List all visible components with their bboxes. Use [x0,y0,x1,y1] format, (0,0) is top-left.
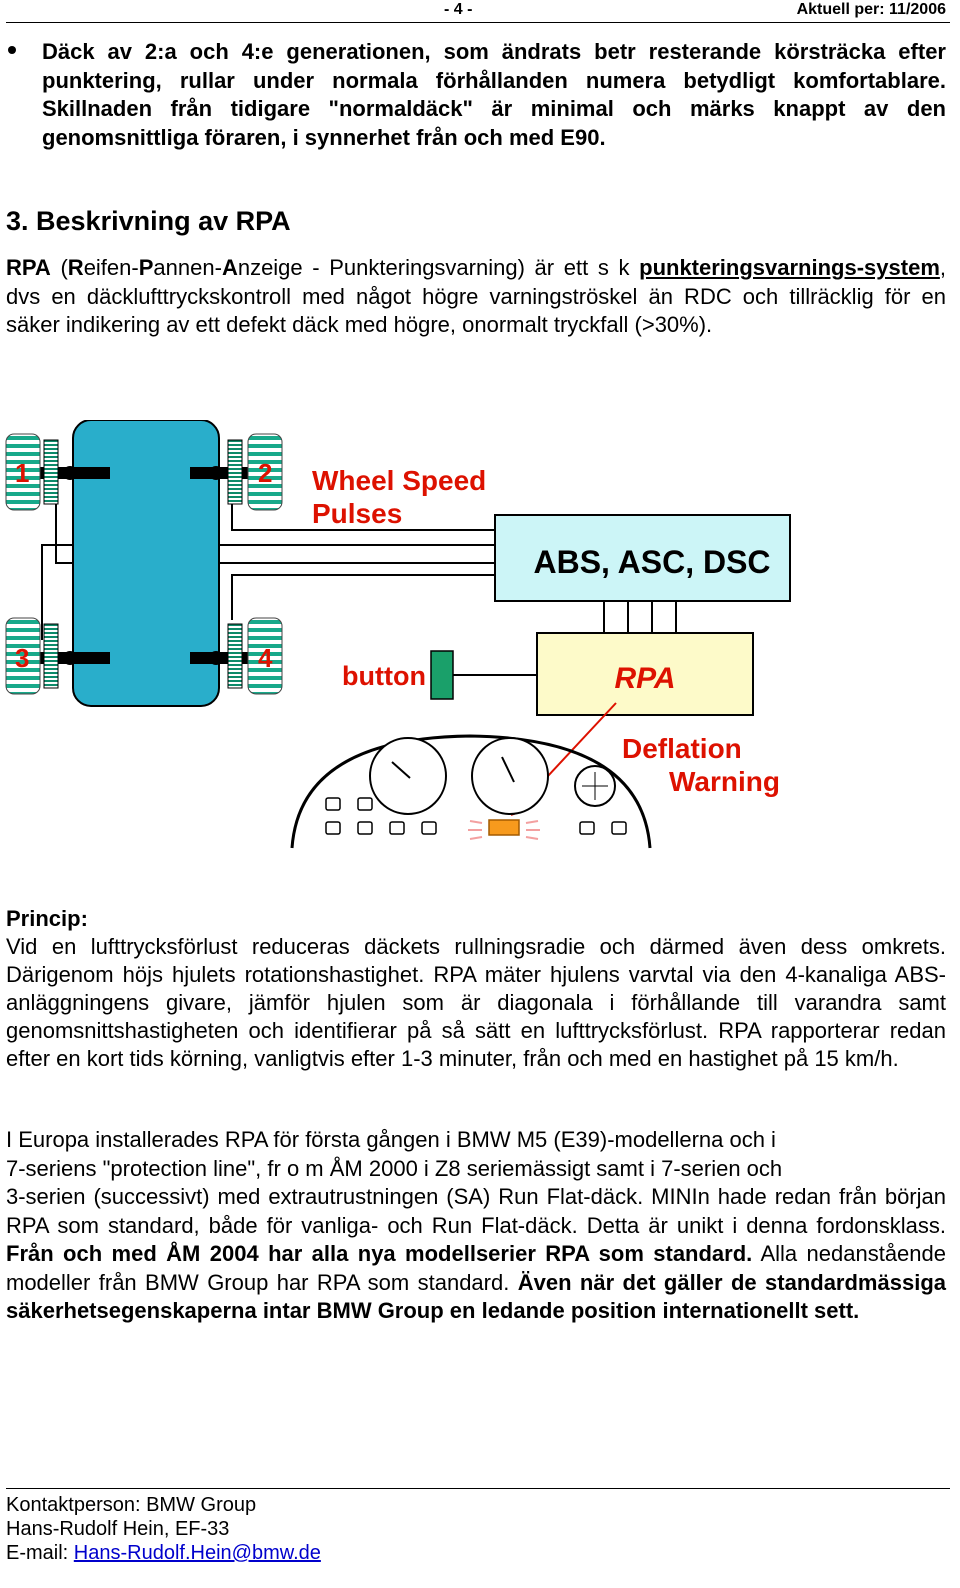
footer-email-label: E-mail: [6,1542,74,1564]
principle-section: Princip: Vid en lufttrycksförlust reduce… [6,905,946,1073]
footer-divider [6,1488,950,1489]
page-header: - 4 - Aktuell per: 11/2006 [6,0,950,23]
wheel-4 [227,617,283,695]
intro-paragraph: RPA (Reifen-Pannen-Anzeige - Punkterings… [6,254,946,340]
intro-annen: annen- [153,255,222,280]
warning-label: Warning [669,766,780,797]
intro-underlined-term: punkteringsvarnings-system [639,255,940,280]
europe-line-1: I Europa installerades RPA för första gå… [6,1127,776,1152]
wheel-1-label: 1 [15,458,29,488]
email-link[interactable]: Hans-Rudolf.Hein@bmw.de [73,1542,321,1564]
intro-r: R [67,255,84,280]
abs-control-unit [494,514,791,602]
intro-eifen: eifen- [83,255,139,280]
intro-rest: , dvs en däcklufttryckskontroll med någo… [6,255,946,337]
rpa-diagram: 1 2 3 4 Wheel Speed Pulses ABS, ASC, DSC… [5,420,791,849]
intro-paren: ( [60,255,68,280]
intro-a: A [221,255,238,280]
header-date: Aktuell per: 11/2006 [796,1,946,18]
rpa-reset-button [430,650,454,700]
page-footer: Kontaktperson: BMW Group Hans-Rudolf Hei… [6,1493,321,1565]
wheel-speed-label: Wheel Speed [312,465,486,496]
pulses-label: Pulses [312,498,402,529]
principle-text: Vid en lufttrycksförlust reduceras däcke… [6,934,946,1071]
deflation-label: Deflation [622,733,742,764]
principle-title: Princip: [6,906,88,931]
europe-paragraph: I Europa installerades RPA för första gå… [6,1126,946,1326]
europe-line-3: 3-serien (successivt) med extrautrustnin… [6,1184,946,1238]
bullet-icon [8,46,16,54]
footer-name: Hans-Rudolf Hein, EF-33 [6,1518,230,1540]
intro-nzeige: nzeige - Punkteringsvarning) är ett s k [237,255,640,280]
rpa-control-unit [536,632,754,716]
signal-wires [41,480,677,676]
bullet-paragraph: Däck av 2:a och 4:e generationen, som än… [6,38,946,152]
page-number: - 4 - [444,1,473,18]
rpa-abbrev: RPA [6,255,51,280]
speedometer-dial [471,737,549,815]
europe-bold-2: Även när det gäller de standardmässiga s… [6,1269,946,1324]
instrument-cluster [290,734,652,849]
wheel-1 [5,433,59,511]
wheel-4-label: 4 [258,643,273,673]
europe-line-2: 7-seriens "protection line", fr o m ÅM 2… [6,1155,783,1181]
europe-mid: Alla nedanstående modeller från BMW Grou… [6,1241,946,1295]
wheel-2-label: 2 [258,458,272,488]
intro-p: P [138,255,154,280]
deflation-warning-lamp [488,819,520,836]
button-label: button [342,661,426,691]
section-title: 3. Beskrivning av RPA [6,206,291,236]
wheel-2 [227,433,283,511]
wheel-3 [5,617,59,695]
footer-email-line: E-mail: Hans-Rudolf.Hein@bmw.de [6,1541,321,1565]
rpa-label: RPA [614,662,675,695]
europe-bold-1: Från och med ÅM 2004 har alla nya modell… [6,1241,753,1266]
car-body [72,420,220,707]
bullet-text: Däck av 2:a och 4:e generationen, som än… [42,39,946,150]
footer-contact: Kontaktperson: BMW Group [6,1494,257,1516]
wheel-3-label: 3 [15,643,29,673]
abs-label: ABS, ASC, DSC [533,544,770,580]
